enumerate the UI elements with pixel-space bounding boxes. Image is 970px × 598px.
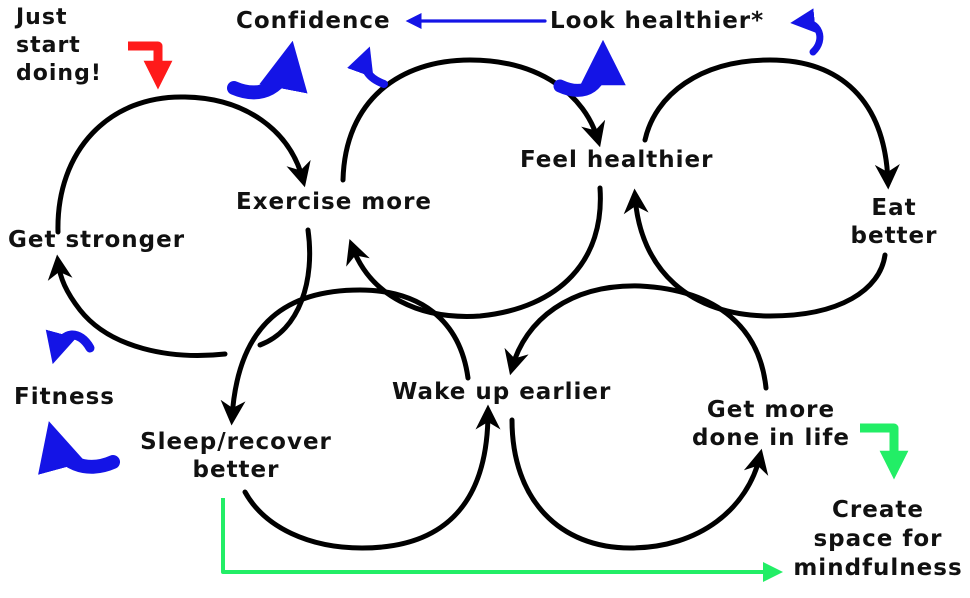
fitness-arrow-top	[45, 329, 95, 365]
fitness-arrow-bottom	[38, 421, 120, 475]
confidence-label: Confidence	[236, 8, 391, 34]
green-mindfulness-arrows	[221, 423, 909, 582]
loop-eat-arc-top	[642, 57, 900, 190]
loop-eat	[623, 57, 900, 319]
loop-feel-arc-top	[340, 57, 606, 183]
sleep-to-mindfulness-arrow	[221, 498, 783, 582]
get-more-done-line-2: done in life	[692, 425, 850, 451]
loop-sleep-arc-bottom	[242, 404, 501, 551]
loop-strength-arc-bottom	[47, 254, 228, 358]
loop-strength-arc-top	[55, 94, 311, 235]
feel-healthier-label: Feel healthier	[520, 147, 714, 173]
create-space-line-2: space for	[813, 526, 943, 552]
eat-better-line-1: Eat	[871, 195, 917, 221]
loop-wake-arc-bottom	[509, 417, 769, 551]
get-more-done-to-mindfulness-arrow	[860, 423, 909, 480]
look-healthier-arrow-return	[790, 8, 824, 56]
just-start-label: Just start doing!	[16, 4, 102, 88]
loop-feel-arc-bottom	[346, 185, 603, 319]
create-space-line-1: Create	[832, 497, 924, 523]
loop-sleep-arc-top	[220, 287, 471, 426]
sleep-recover-line-1: Sleep/recover	[140, 429, 332, 455]
sleep-recover-line-2: better	[192, 457, 280, 483]
fitness-label: Fitness	[14, 384, 115, 410]
look-healthier-arrow-from-loop	[553, 39, 626, 97]
get-stronger-label: Get stronger	[8, 227, 186, 253]
loop-sleep	[220, 287, 501, 551]
loop-wake	[504, 283, 769, 551]
create-space-line-3: mindfulness	[793, 555, 963, 581]
get-more-done-label: Get more done in life	[686, 396, 856, 452]
sleep-recover-better-label: Sleep/recover better	[130, 428, 342, 484]
loop-strength-arc-right	[257, 227, 313, 348]
wake-up-earlier-label: Wake up earlier	[392, 379, 612, 405]
confidence-arrow-large	[227, 40, 308, 100]
create-space-label: Create space for mindfulness	[792, 496, 964, 583]
look-healthier-label: Look healthier*	[550, 8, 765, 34]
just-start-line-1: Just	[16, 5, 68, 30]
loop-eat-arc-bottom	[623, 188, 888, 319]
eat-better-label: Eat better	[842, 194, 946, 250]
loop-feel	[340, 57, 606, 319]
just-start-line-2: start	[16, 33, 81, 58]
confidence-arrow-small	[347, 46, 388, 88]
blue-feedback-arrows	[38, 8, 824, 475]
eat-better-line-2: better	[850, 223, 938, 249]
just-start-arrow	[128, 41, 173, 90]
just-start-line-3: doing!	[16, 61, 102, 86]
loop-wake-arc-top	[504, 283, 769, 391]
exercise-more-label: Exercise more	[236, 189, 433, 215]
get-more-done-line-1: Get more	[706, 397, 836, 423]
